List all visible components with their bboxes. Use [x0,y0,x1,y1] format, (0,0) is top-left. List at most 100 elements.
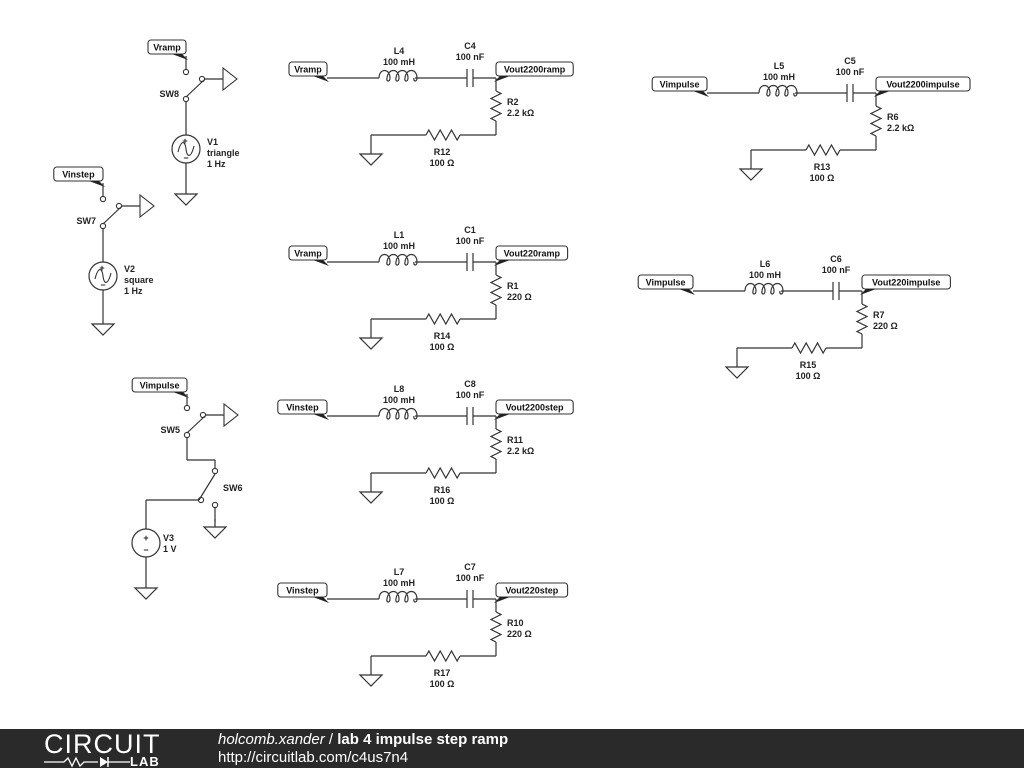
resistor-value: 220 Ω [507,629,532,639]
net-label-box [495,61,574,77]
switch-sw8[interactable]: SW8 [159,66,238,103]
output-arrow-icon [222,66,238,92]
net-label-vinstep[interactable]: Vinstep [53,166,105,187]
switch-blade [198,473,216,501]
net-label-text: Vimpulse [660,80,700,90]
capacitor-name: C7 [464,562,476,572]
net-label-pointer [494,414,510,420]
switch-sw6[interactable]: SW6 [197,467,243,509]
resistor-name: R14 [434,331,451,341]
resistor-zigzag [489,90,503,122]
sine-wave-icon [94,269,112,283]
inductor-name: L8 [394,384,405,394]
net-label-text: Vout2200ramp [504,65,566,75]
inductor-name: L5 [774,61,785,71]
ground-icon [358,330,384,350]
capacitor-name: C6 [830,254,842,264]
switch-blade [185,79,205,98]
resistor-name: R6 [887,112,899,122]
net-label-box [277,582,328,598]
resistor-value: 100 Ω [430,158,455,168]
net-label-pointer [494,597,510,603]
resistor-value: 100 Ω [796,371,821,381]
net-label-vout220step[interactable]: Vout220step [494,582,569,603]
net-label-pointer [494,260,510,266]
inductor-value: 100 mH [383,578,415,588]
switch-name: SW8 [159,89,179,99]
net-label-vout220ramp[interactable]: Vout220ramp [494,245,569,266]
switch-name: SW6 [223,483,243,493]
net-label-pointer [173,392,189,398]
net-label-text: Vinstep [286,403,319,413]
switch-name: SW5 [160,425,180,435]
plus-sign: + [143,533,148,543]
net-label-vinstep[interactable]: Vinstep [277,399,329,420]
circuit-title[interactable]: lab 4 impulse step ramp [337,731,509,748]
inductor-name: L6 [760,259,771,269]
inductor-value: 100 mH [383,395,415,405]
capacitor-value: 100 nF [456,573,485,583]
switch-contact [211,467,219,475]
switch-sw5[interactable]: SW5 [160,402,239,439]
capacitor-symbol [466,407,474,425]
net-label-vimpulse[interactable]: Vimpulse [651,76,709,97]
ground-triangle [738,168,764,181]
net-label-vinstep[interactable]: Vinstep [277,582,329,603]
resistor-zigzag [425,128,461,142]
ground-icon [358,484,384,504]
net-label-pointer [494,76,510,82]
capacitor-value: 100 nF [456,390,485,400]
circuitlab-logo[interactable]: CIRCUIT [44,729,161,759]
ground-icon [738,161,764,181]
net-label-vramp[interactable]: Vramp [288,245,329,266]
resistor-value: 2.2 kΩ [887,123,914,133]
source-label: 1 V [163,544,177,554]
credit-separator: / [324,731,338,748]
ground-triangle [358,153,384,166]
net-label-vout220impulse[interactable]: Vout220impulse [860,274,951,295]
net-label-vramp[interactable]: Vramp [288,61,329,82]
output-arrow-icon [223,402,239,428]
net-label-text: Vinstep [286,586,319,596]
net-label-text: Vout220impulse [872,278,940,288]
ground-icon [90,316,116,336]
resistor-value: 100 Ω [430,496,455,506]
net-label-vout2200ramp[interactable]: Vout2200ramp [494,61,574,82]
resistor-name: R7 [873,310,885,320]
net-label-pointer [313,414,329,420]
author-link[interactable]: holcomb.xander [218,731,325,748]
ground-icon [724,359,750,379]
switch-sw7[interactable]: SW7 [76,193,155,230]
inductor-value: 100 mH [383,57,415,67]
inductor-coil [378,590,418,603]
net-label-text: Vinstep [62,170,95,180]
ground-triangle [90,323,116,336]
net-label-text: Vimpulse [140,381,180,391]
circuit-url[interactable]: http://circuitlab.com/c4us7n4 [218,749,409,766]
ground-icon [133,580,159,600]
resistor-name: R17 [434,668,451,678]
source-label: V1 [207,137,218,147]
resistor-zigzag [425,312,461,326]
ground-triangle [173,193,199,206]
capacitor-value: 100 nF [456,52,485,62]
net-label-vramp[interactable]: Vramp [147,39,188,60]
net-label-vout2200step[interactable]: Vout2200step [494,399,574,420]
footer-bar: CIRCUIT LAB holcomb.xander / lab 4 impul… [0,729,1024,769]
resistor-value: 100 Ω [430,679,455,689]
net-label-pointer [693,91,709,97]
minus-sign: − [183,153,188,163]
net-label-vimpulse[interactable]: Vimpulse [131,377,189,398]
inductor-value: 100 mH [383,241,415,251]
inductor-coil [378,69,418,82]
net-label-box [288,61,328,77]
net-label-vout2200impulse[interactable]: Vout2200impulse [874,76,971,97]
net-label-text: Vout220step [505,586,558,596]
inductor-coil [758,84,798,97]
net-label-vimpulse[interactable]: Vimpulse [637,274,695,295]
plus-sign: + [182,136,187,146]
